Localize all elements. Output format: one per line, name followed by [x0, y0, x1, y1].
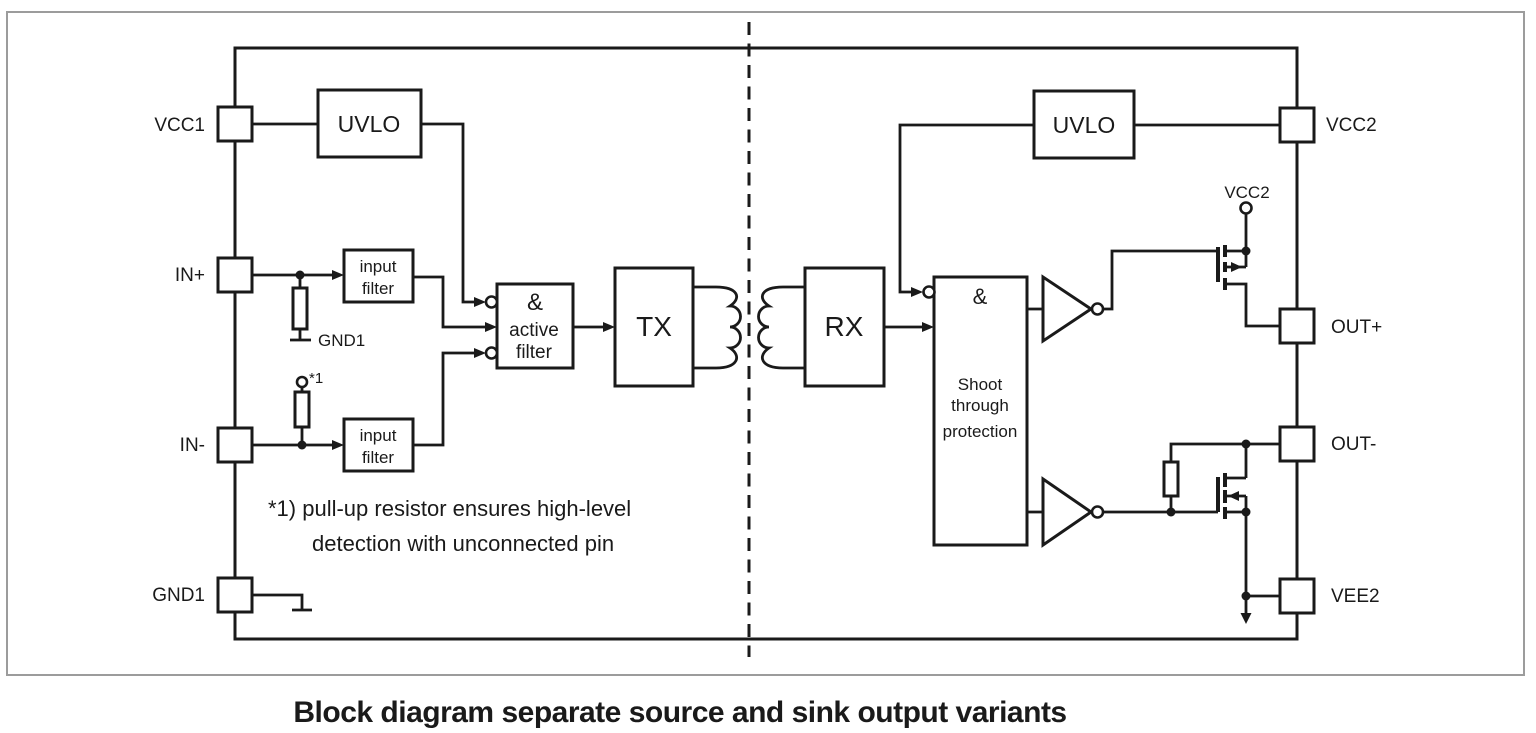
arrow-active-filter-input1 — [474, 297, 486, 307]
arrow-into-input-filter-top — [332, 270, 344, 280]
active-filter-and-symbol: & — [527, 289, 543, 316]
input-filter-bottom-block — [342, 417, 415, 473]
junction-dot — [297, 440, 307, 450]
active-filter-input1-bubble — [484, 295, 499, 309]
resistors — [291, 286, 1180, 498]
shoot-label-3: protection — [943, 422, 1018, 441]
uvlo-left-block — [316, 88, 423, 159]
uvlo-right-label: UVLO — [1053, 112, 1116, 138]
left-side-wires — [252, 122, 603, 612]
pin-vee2 — [1278, 577, 1316, 615]
input-filter-bottom-label-2: filter — [362, 448, 394, 467]
footnote: *1) pull-up resistor ensures high-level … — [268, 496, 631, 556]
top-inverter-bubble — [1090, 302, 1105, 316]
transformer-primary-coil — [693, 285, 742, 370]
gnd1-net-label: GND1 — [318, 331, 365, 350]
vcc2-terminal-circle — [1239, 201, 1253, 215]
function-blocks — [316, 88, 1136, 547]
uvlo-left-label: UVLO — [338, 111, 401, 137]
bottom-inverter-bubble — [1090, 505, 1105, 519]
arrow-active-filter-input2 — [485, 322, 497, 332]
pin-label-vcc2: VCC2 — [1326, 115, 1377, 136]
nmos-body-arrow — [1228, 491, 1239, 501]
arrow-into-tx — [603, 322, 615, 332]
shoot-and-symbol: & — [973, 284, 988, 309]
transformer — [693, 285, 806, 370]
vee2-down-arrow — [1240, 613, 1252, 624]
arrow-shoot-input2 — [922, 322, 934, 332]
pin-labels: VCC1 IN+ IN- GND1 VCC2 OUT+ OUT- VEE2 — [152, 115, 1382, 607]
input-filter-top-block — [342, 248, 415, 304]
shoot-input1-bubble — [922, 285, 936, 299]
pin-label-in-plus: IN+ — [175, 265, 205, 286]
pin-out-plus — [1278, 307, 1316, 345]
pin-in-plus — [216, 256, 254, 294]
pin-label-out-plus: OUT+ — [1331, 317, 1382, 338]
transformer-secondary-coil — [757, 285, 806, 370]
junction-dot — [1241, 507, 1251, 517]
uvlo-right-block — [1032, 89, 1136, 160]
bubbles-and-terminals — [295, 201, 1253, 389]
shoot-label-2: through — [951, 396, 1009, 415]
arrow-into-input-filter-bottom — [332, 440, 344, 450]
active-filter-label-1: active — [509, 320, 559, 341]
pmos-body-arrow — [1231, 262, 1242, 272]
tx-label: TX — [636, 311, 672, 342]
arrow-shoot-input1 — [911, 287, 923, 297]
shoot-through-block — [932, 275, 1029, 547]
pin-vcc1 — [216, 105, 254, 143]
input-filter-bottom-label-1: input — [360, 426, 397, 445]
top-inverter — [1041, 274, 1094, 344]
active-filter-block — [495, 282, 575, 370]
junction-dot — [1166, 507, 1176, 517]
input-filter-top-label-1: input — [360, 257, 397, 276]
bottom-inverter — [1041, 476, 1094, 548]
arrow-active-filter-input3 — [474, 348, 486, 358]
pullup-ref-label: *1 — [309, 370, 323, 387]
pin-vcc2 — [1278, 106, 1316, 144]
junction-dots — [295, 246, 1251, 601]
active-filter-input3-bubble — [484, 346, 499, 360]
block-labels: UVLO UVLO input filter input filter & ac… — [338, 111, 1116, 467]
rx-block — [803, 266, 886, 388]
footnote-line-2: detection with unconnected pin — [312, 531, 614, 556]
pin-label-vcc1: VCC1 — [154, 115, 205, 136]
pin-in-minus — [216, 426, 254, 464]
net-labels: GND1 *1 VCC2 — [309, 183, 1270, 387]
pullup-resistor — [293, 390, 311, 429]
figure-border — [6, 11, 1525, 676]
pin-label-gnd1: GND1 — [152, 585, 205, 606]
active-filter-label-2: filter — [516, 342, 553, 363]
junction-dot — [1241, 246, 1251, 256]
in-plus-resistor — [291, 286, 309, 331]
figure-caption: Block diagram separate source and sink o… — [293, 696, 1066, 729]
input-filter-top-label-2: filter — [362, 279, 394, 298]
pin-out-minus — [1278, 425, 1316, 463]
junction-dot — [1241, 591, 1251, 601]
inverters — [1041, 274, 1105, 548]
junction-dot — [1241, 439, 1251, 449]
pin-label-vee2: VEE2 — [1331, 586, 1380, 607]
pmos-transistor — [1216, 245, 1242, 290]
pin-label-in-minus: IN- — [180, 435, 205, 456]
vcc2-net-label: VCC2 — [1224, 183, 1269, 202]
gate-resistor — [1162, 460, 1180, 498]
junction-dot — [295, 270, 305, 280]
rx-label: RX — [825, 311, 864, 342]
wires — [252, 122, 1280, 613]
pin-gnd1 — [216, 576, 254, 614]
pin-label-out-minus: OUT- — [1331, 434, 1376, 455]
pins — [216, 105, 1316, 615]
arrowheads — [332, 270, 1252, 624]
footnote-line-1: *1) pull-up resistor ensures high-level — [268, 496, 631, 521]
nmos-transistor — [1216, 473, 1239, 519]
pullup-terminal-circle — [295, 375, 309, 389]
shoot-label-1: Shoot — [958, 375, 1003, 394]
